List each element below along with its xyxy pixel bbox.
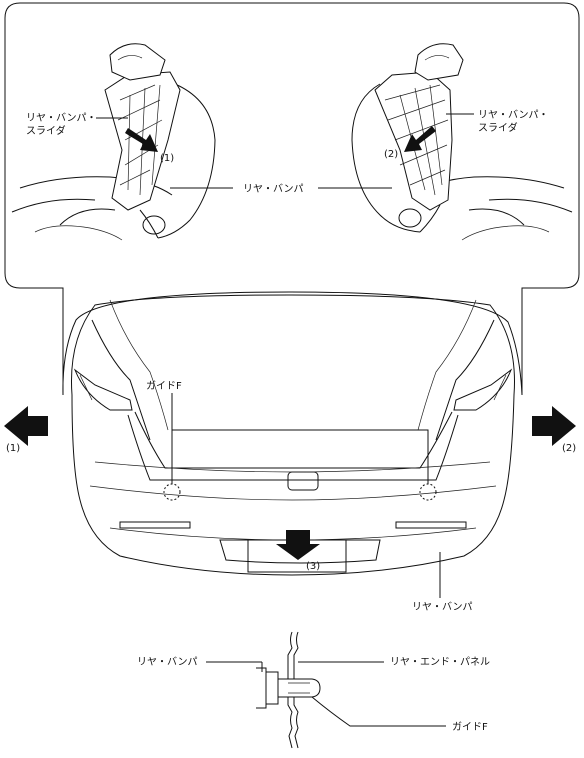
label-rear-end-panel: リヤ・エンド・パネル [390,656,490,668]
guide-f-left-marker [163,483,181,501]
label-rear-bumper-slider-left-2: スライダ [26,124,66,137]
label-step-2-detail: (2) [384,149,398,160]
detail-callout-balloon [4,2,580,396]
label-rear-bumper-slider-right-2: スライダ [478,121,518,134]
label-guide-f-section: ガイドF [452,721,488,733]
label-rear-bumper-slider-left-1: リヤ・バンパ・ [26,112,97,124]
label-guide-f-main: ガイドF [146,380,182,392]
arrow-right-icon [532,406,576,446]
label-rear-bumper-main: リヤ・バンパ [412,601,473,613]
right-detail-drawing: リヤ・バンパ・ スライダ (2) [318,43,573,241]
label-arrow-2: (2) [562,443,576,454]
arrow-left-icon [4,406,48,446]
label-rear-bumper-detail: リヤ・バンパ [243,183,304,195]
label-rear-bumper-section: リヤ・バンパ [137,656,198,668]
guide-f-right-marker [419,483,437,501]
section-view [206,631,446,749]
arrow-down-icon [276,530,320,560]
left-detail-drawing: リヤ・バンパ・ スライダ (1) [11,43,233,241]
label-arrow-3: (3) [306,561,320,572]
vehicle-rear-view [71,294,515,576]
label-rear-bumper-slider-right-1: リヤ・バンパ・ [478,109,549,121]
arrow-1-detail-icon [125,128,158,152]
label-arrow-1: (1) [6,443,20,454]
label-step-1-detail: (1) [160,153,174,164]
arrow-2-detail-icon [404,126,436,152]
